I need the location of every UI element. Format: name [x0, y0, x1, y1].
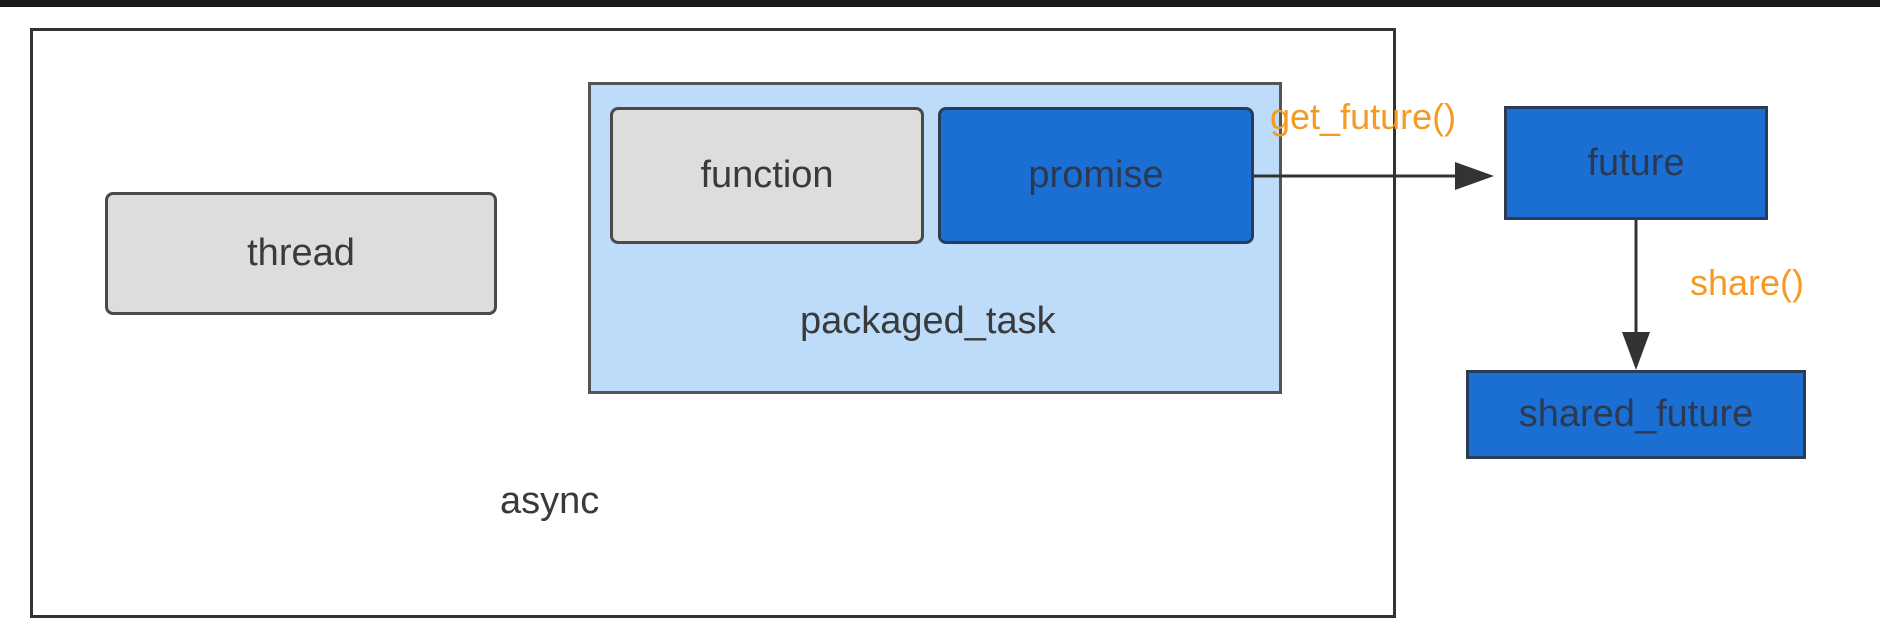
promise-label: promise	[1028, 154, 1164, 196]
future-box: future	[1504, 106, 1768, 220]
promise-box: promise	[938, 107, 1254, 244]
packaged-task-label: packaged_task	[800, 300, 1056, 342]
get-future-label: get_future()	[1270, 96, 1457, 137]
function-label: function	[700, 154, 834, 196]
shared-future-box: shared_future	[1466, 370, 1806, 459]
future-to-shared-arrowhead	[1622, 332, 1650, 370]
function-box: function	[610, 107, 924, 244]
async-label: async	[500, 480, 600, 522]
promise-to-future-arrowhead	[1455, 162, 1494, 190]
future-label: future	[1587, 141, 1685, 184]
thread-box: thread	[105, 192, 497, 315]
promise-to-future-arrow	[1254, 162, 1494, 190]
top-border	[0, 0, 1880, 7]
share-label: share()	[1690, 262, 1805, 303]
thread-label: thread	[247, 232, 355, 274]
shared-future-label: shared_future	[1518, 393, 1754, 435]
future-to-shared-arrow	[1622, 220, 1650, 370]
